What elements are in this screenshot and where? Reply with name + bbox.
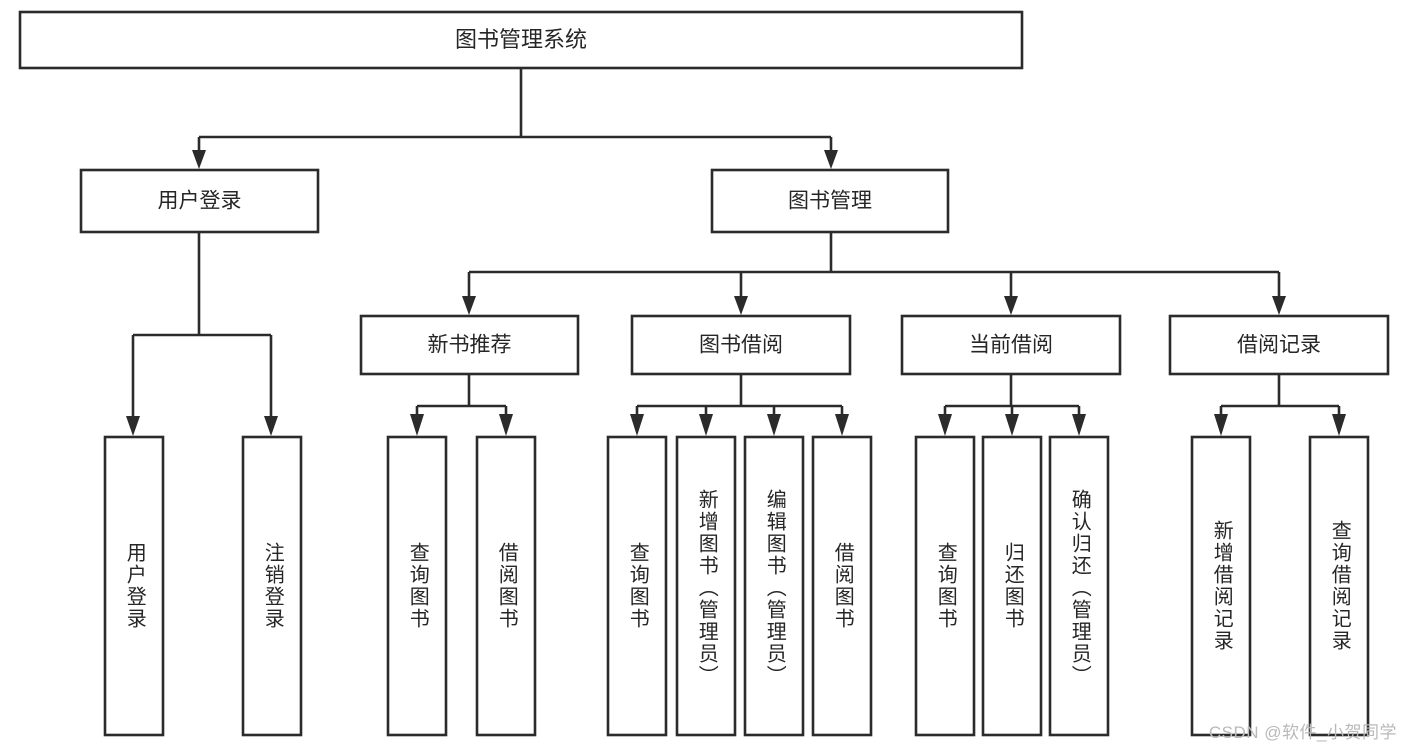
node-current-borrow[interactable]: 当前借阅 — [900, 314, 1122, 376]
node-book-manage-box[interactable] — [710, 168, 950, 234]
node-leaf-query-borrow-record-box[interactable] — [1308, 435, 1370, 737]
node-leaf-borrow-book-rec-box[interactable] — [475, 435, 537, 737]
node-root[interactable]: 图书管理系统 — [18, 10, 1024, 70]
leaf-boxes — [103, 435, 1370, 737]
node-leaf-query-book-current-box[interactable] — [914, 435, 976, 737]
connector-borrowrecord-to-leaves — [1214, 374, 1346, 436]
node-current-borrow-box[interactable] — [900, 314, 1122, 376]
node-borrow-record-label: 借阅记录 — [1237, 334, 1321, 357]
node-book-borrow-box[interactable] — [630, 314, 852, 376]
node-current-borrow-label: 当前借阅 — [969, 334, 1053, 357]
node-book-borrow[interactable]: 图书借阅 — [630, 314, 852, 376]
node-user-login-label: 用户登录 — [158, 190, 242, 213]
node-leaf-confirm-return-admin-box[interactable] — [1048, 435, 1110, 737]
connector-bookmanage-to-level3 — [462, 232, 1286, 315]
connector-root-to-level2 — [192, 68, 838, 169]
connector-userlogin-to-leaves — [126, 232, 278, 436]
node-leaf-logout-box[interactable] — [241, 435, 303, 737]
node-new-book-recommend-label: 新书推荐 — [428, 334, 512, 357]
node-root-label: 图书管理系统 — [455, 27, 587, 52]
connector-newbook-to-leaves — [410, 374, 513, 436]
node-leaf-user-login-box[interactable] — [103, 435, 165, 737]
node-borrow-record[interactable]: 借阅记录 — [1168, 314, 1390, 376]
node-book-manage[interactable]: 图书管理 — [710, 168, 950, 234]
node-leaf-add-book-admin-box[interactable] — [675, 435, 737, 737]
node-borrow-record-box[interactable] — [1168, 314, 1390, 376]
node-root-box[interactable] — [18, 10, 1024, 70]
csdn-watermark: CSDN @软件_小贺同学 — [1208, 723, 1397, 742]
connector-currentborrow-to-leaves — [938, 374, 1086, 436]
node-leaf-add-borrow-record-box[interactable] — [1190, 435, 1252, 737]
node-leaf-borrow-book-box[interactable] — [811, 435, 873, 737]
node-book-manage-label: 图书管理 — [788, 190, 872, 213]
node-book-borrow-label: 图书借阅 — [699, 334, 783, 357]
connector-bookborrow-to-leaves — [630, 374, 849, 436]
node-leaf-return-book-box[interactable] — [981, 435, 1043, 737]
node-user-login-box[interactable] — [79, 168, 320, 234]
node-leaf-edit-book-admin-box[interactable] — [743, 435, 805, 737]
node-leaf-query-book-rec-box[interactable] — [386, 435, 448, 737]
node-user-login[interactable]: 用户登录 — [79, 168, 320, 234]
node-leaf-query-book-borrow-box[interactable] — [606, 435, 668, 737]
node-new-book-recommend-box[interactable] — [359, 314, 580, 376]
node-new-book-recommend[interactable]: 新书推荐 — [359, 314, 580, 376]
